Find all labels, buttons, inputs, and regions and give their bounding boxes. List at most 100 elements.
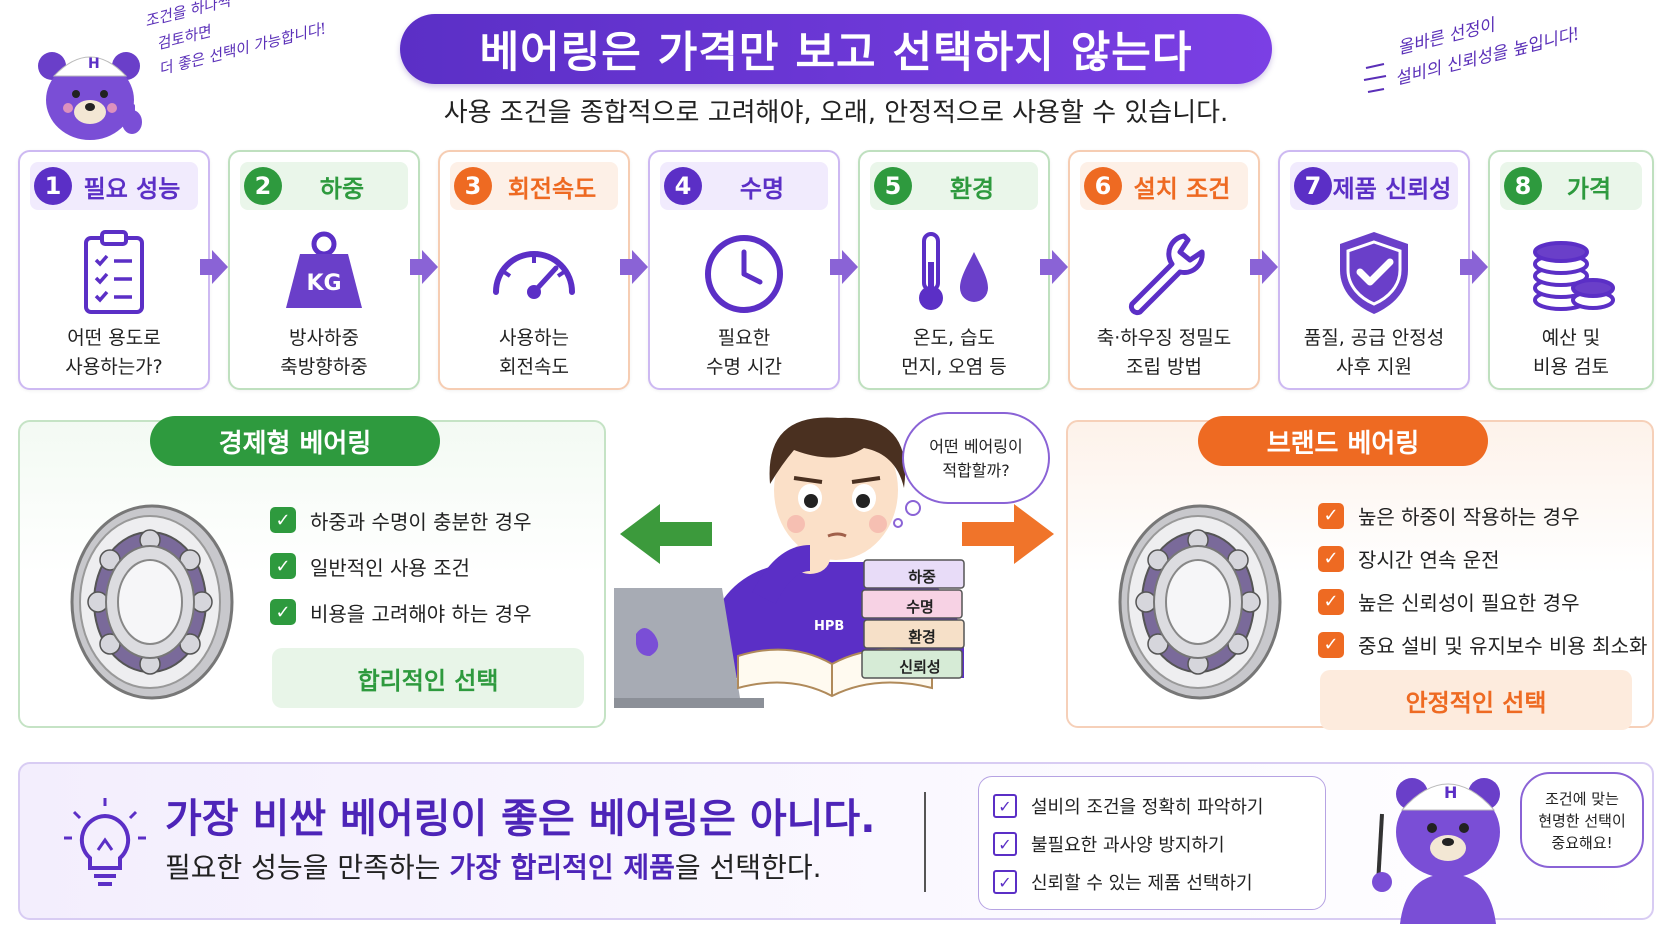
step-number: 6 (1084, 167, 1122, 205)
thought-bubble: 어떤 베어링이 적합할까? (902, 412, 1050, 504)
emphasis-marks-icon (1363, 63, 1387, 93)
summary-headline: 가장 비싼 베어링이 좋은 베어링은 아니다. (165, 796, 876, 842)
handwritten-note-left: 조건을 하나씩 검토하면 더 좋은 선택이 가능합니다! (142, 0, 329, 79)
checkbox-checked-icon: ✓ (993, 794, 1017, 818)
step-header: 4 수명 (660, 162, 828, 210)
bearing-icon (1118, 504, 1282, 700)
step-card-load: 2 하중 KG 방사하중 축방향하중 (228, 150, 420, 390)
brand-bearing-panel: 브랜드 베어링 ✓높은 하중이 작용하는 경우 ✓장시간 연속 운전 ✓높은 신… (1066, 416, 1654, 730)
step-header: 6 설치 조건 (1080, 162, 1248, 210)
divider (924, 792, 926, 892)
step-header: 1 필요 성능 (30, 162, 198, 210)
step-card-environment: 5 환경 온도, 습도 먼지, 오염 등 (858, 150, 1050, 390)
arrow-left-icon (620, 504, 712, 564)
list-item: ✓비용을 고려해야 하는 경우 (270, 589, 531, 635)
thought-dot (893, 518, 903, 528)
lightbulb-icon (64, 798, 146, 886)
clipboard-icon (84, 230, 144, 314)
check-icon: ✓ (1318, 502, 1344, 529)
coins-icon (1533, 241, 1615, 311)
book-label-reliability: 신뢰성 (899, 658, 941, 676)
helmet-letter: H (1444, 783, 1457, 802)
step-title: 환경 (949, 174, 995, 203)
checkbox-checked-icon: ✓ (993, 832, 1017, 856)
checklist-item: ✓불필요한 과사양 방지하기 (993, 825, 1325, 863)
step-number: 8 (1504, 167, 1542, 205)
step-number: 4 (664, 167, 702, 205)
economy-result: 합리적인 선택 (272, 648, 584, 708)
step-number: 5 (874, 167, 912, 205)
list-item: ✓일반적인 사용 조건 (270, 543, 531, 589)
step-number: 2 (244, 167, 282, 205)
list-item: ✓중요 설비 및 유지보수 비용 최소화 (1318, 623, 1647, 666)
step-description: 품질, 공급 안정성 사후 지원 (1303, 327, 1445, 378)
book-label-load: 하중 (908, 568, 936, 586)
economy-conditions-list: ✓하중과 수명이 충분한 경우 ✓일반적인 사용 조건 ✓비용을 고려해야 하는… (270, 497, 531, 635)
check-icon: ✓ (270, 599, 296, 625)
checkbox-checked-icon: ✓ (993, 870, 1017, 894)
shield-check-icon (1340, 232, 1408, 314)
arrow-right-icon (830, 250, 858, 284)
step-description: 사용하는 회전속도 (499, 327, 569, 378)
step-card-performance: 1 필요 성능 어떤 용도로 사용하는가? (18, 150, 210, 390)
speech-bubble: 조건에 맞는 현명한 선택이 중요해요! (1520, 772, 1644, 868)
step-card-price: 8 가격 예산 및 비용 검토 (1488, 150, 1654, 390)
list-item: ✓하중과 수명이 충분한 경우 (270, 497, 531, 543)
list-item: ✓장시간 연속 운전 (1318, 537, 1647, 580)
step-title: 제품 신뢰성 (1332, 174, 1452, 203)
page-subtitle: 사용 조건을 종합적으로 고려해야, 오래, 안정적으로 사용할 수 있습니다. (443, 98, 1229, 128)
check-icon: ✓ (270, 507, 296, 533)
economy-bearing-panel: 경제형 베어링 ✓하중과 수명이 충분한 경우 ✓일반적인 사용 조건 ✓비용을… (18, 416, 606, 728)
step-header: 3 회전속도 (450, 162, 618, 210)
thought-dot (905, 500, 921, 516)
step-description: 필요한 수명 시간 (706, 327, 782, 378)
step-description: 축·하우징 정밀도 조립 방법 (1096, 327, 1232, 378)
arrow-right-icon (1040, 250, 1068, 284)
helmet-letter: H (88, 56, 100, 72)
step-card-life: 4 수명 필요한 수명 시간 (648, 150, 840, 390)
brand-result: 안정적인 선택 (1320, 670, 1632, 730)
bear-mascot-icon: H (38, 52, 142, 140)
clock-icon (705, 235, 783, 313)
bear-mascot-icon: H (1372, 778, 1500, 924)
arrow-right-icon (962, 504, 1054, 564)
shirt-logo: HPB (814, 619, 844, 634)
check-icon: ✓ (1318, 545, 1344, 572)
step-header: 2 하중 (240, 162, 408, 210)
step-description: 온도, 습도 먼지, 오염 등 (901, 327, 1007, 378)
step-title: 필요 성능 (83, 174, 181, 203)
step-title: 수명 (739, 174, 785, 203)
arrow-right-icon (200, 250, 228, 284)
arrow-right-icon (620, 250, 648, 284)
wrench-icon (1128, 233, 1205, 316)
checklist-item: ✓설비의 조건을 정확히 파악하기 (993, 787, 1325, 825)
arrow-right-icon (410, 250, 438, 284)
checklist-card: ✓설비의 조건을 정확히 파악하기 ✓불필요한 과사양 방지하기 ✓신뢰할 수 … (978, 776, 1326, 910)
economy-tag: 경제형 베어링 (150, 416, 440, 466)
bearing-icon (70, 504, 234, 700)
step-card-reliability: 7 제품 신뢰성 품질, 공급 안정성 사후 지원 (1278, 150, 1470, 390)
step-card-speed: 3 회전속도 사용하는 회전속도 (438, 150, 630, 390)
step-card-installation: 6 설치 조건 축·하우징 정밀도 조립 방법 (1068, 150, 1260, 390)
brand-tag: 브랜드 베어링 (1198, 416, 1488, 466)
step-description: 방사하중 축방향하중 (280, 327, 368, 378)
brand-conditions-list: ✓높은 하중이 작용하는 경우 ✓장시간 연속 운전 ✓높은 신뢰성이 필요한 … (1318, 494, 1647, 666)
checklist-item: ✓신뢰할 수 있는 제품 선택하기 (993, 863, 1325, 901)
step-number: 1 (34, 167, 72, 205)
handwritten-note-right: 올바른 선정이 설비의 신뢰성을 높입니다! (1392, 15, 1582, 90)
step-description: 어떤 용도로 사용하는가? (65, 327, 163, 378)
step-title: 회전속도 (507, 174, 597, 203)
step-title: 설치 조건 (1133, 174, 1231, 203)
step-number: 7 (1294, 167, 1332, 205)
check-icon: ✓ (270, 553, 296, 579)
step-header: 5 환경 (870, 162, 1038, 210)
summary-banner: 가장 비싼 베어링이 좋은 베어링은 아니다. 필요한 성능을 만족하는 가장 … (18, 762, 1654, 924)
book-label-life: 수명 (906, 598, 934, 616)
step-description: 예산 및 비용 검토 (1533, 327, 1609, 378)
step-header: 7 제품 신뢰성 (1290, 162, 1458, 210)
step-title: 하중 (319, 174, 365, 203)
page-title: 베어링은 가격만 보고 선택하지 않는다 (400, 14, 1272, 84)
thinking-engineer-illustration: HPB (614, 417, 1054, 708)
thermometer-drop-icon (919, 232, 988, 310)
